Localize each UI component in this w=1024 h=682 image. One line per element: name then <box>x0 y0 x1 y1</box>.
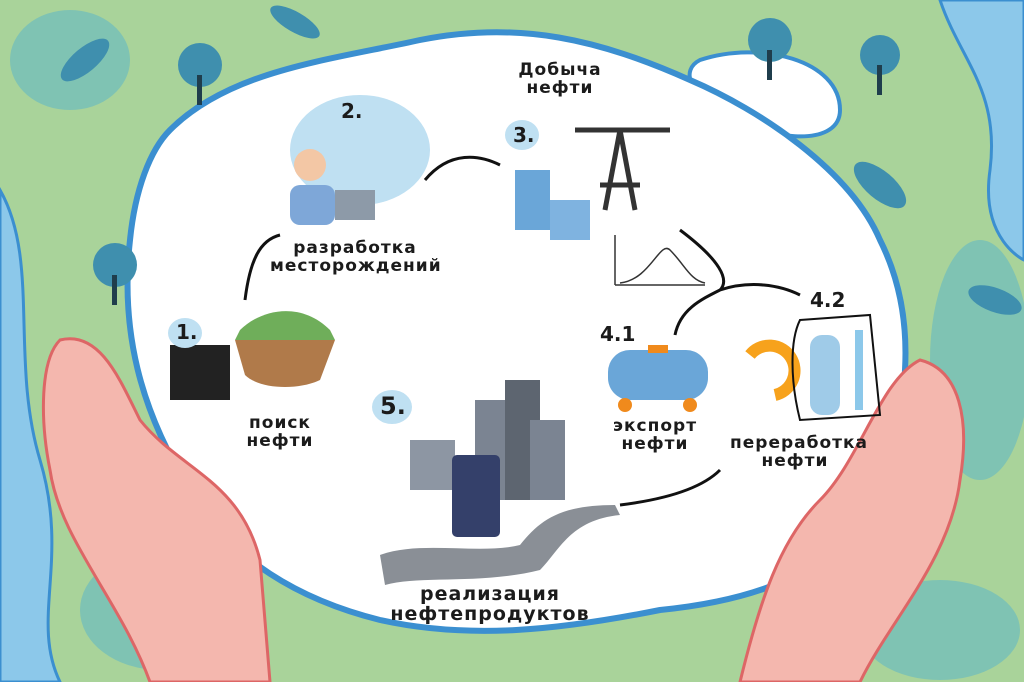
step-number-extraction: 3. <box>513 123 535 147</box>
step-number-search: 1. <box>176 320 198 344</box>
label-line: переработка <box>730 433 869 453</box>
label-line: поиск <box>249 413 311 433</box>
label-line: Добыча <box>518 60 602 80</box>
tree-icon <box>748 18 792 80</box>
step-badge <box>372 390 412 424</box>
fuel-pump-icon <box>452 455 500 537</box>
label-line: реализация <box>420 583 560 605</box>
label-line: экспорт <box>612 416 698 436</box>
geology-layers-icon <box>235 340 335 387</box>
cloud-shape <box>290 95 430 205</box>
label-line: нефти <box>246 430 314 451</box>
rock-texture-icon <box>170 345 230 400</box>
leaf-icon <box>853 161 907 209</box>
connector <box>673 228 801 336</box>
label-line: месторождений <box>270 255 442 276</box>
connector <box>423 155 501 181</box>
label-line: нефтепродуктов <box>390 602 590 625</box>
river-left <box>0 186 62 682</box>
label-line: нефти <box>526 77 594 98</box>
label-line: нефти <box>621 433 689 454</box>
connector <box>619 468 722 507</box>
road-icon <box>380 505 620 585</box>
barrel-icon <box>515 170 550 230</box>
leaf-icon <box>968 285 1022 315</box>
refinery-column-icon <box>810 335 840 415</box>
step-label-extraction: Добыча нефти <box>510 60 610 98</box>
left-hand <box>41 337 272 682</box>
recycle-arrows-icon <box>745 339 801 401</box>
step-number-refining: 4.2 <box>810 288 846 312</box>
step-label-export: экспорт нефти <box>600 416 710 454</box>
tank-car-icon <box>608 350 708 400</box>
step-number-export: 4.1 <box>600 322 636 346</box>
tree-icon <box>860 35 900 95</box>
person-icon <box>294 149 326 181</box>
step-label-refining: переработка нефти <box>730 433 869 471</box>
step-label-development: разработка месторождений <box>270 238 442 276</box>
production-curve-icon <box>614 235 706 286</box>
laptop-icon <box>335 190 375 220</box>
connector <box>243 233 281 301</box>
tree-icon <box>178 43 222 105</box>
step-number-sales: 5. <box>380 392 406 420</box>
tree-icon <box>93 243 137 305</box>
building-icon <box>530 420 565 500</box>
label-line: нефти <box>761 450 829 471</box>
pump-jack-icon <box>575 127 670 211</box>
barrel-icon <box>550 200 590 240</box>
step-badge <box>168 318 202 348</box>
step-number-development: 2. <box>341 99 363 123</box>
right-hand <box>738 358 966 682</box>
river-right <box>938 0 1024 262</box>
leaf-icon <box>270 5 320 39</box>
step-label-sales: реализация нефтепродуктов <box>385 583 595 625</box>
step-badge <box>333 96 367 126</box>
leaf-icon <box>60 38 110 82</box>
building-icon <box>410 440 455 490</box>
label-line: разработка <box>293 238 417 258</box>
step-label-search: поиск нефти <box>225 413 335 451</box>
step-badge <box>505 120 539 150</box>
